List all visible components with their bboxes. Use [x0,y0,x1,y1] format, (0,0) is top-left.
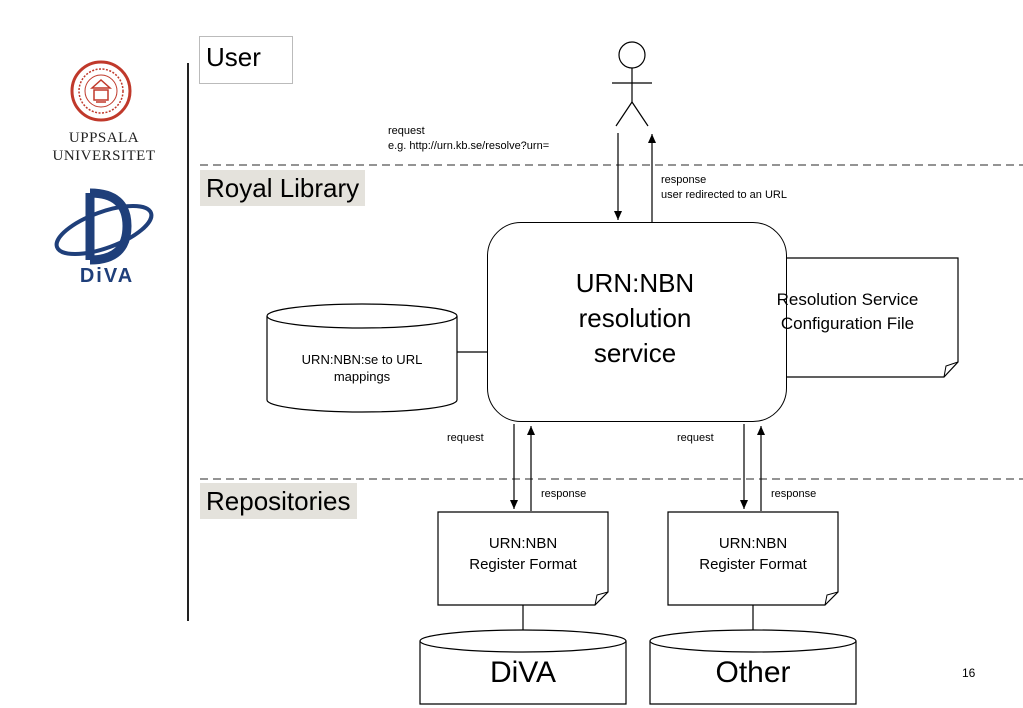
user-response-label: response [661,174,707,186]
university-name-line2: UNIVERSITET [52,148,156,164]
left-register-format-shape [437,511,609,606]
layer-label-user: User [199,36,293,84]
right-response-label: response [771,488,817,500]
layer-label-royal-library: Royal Library [200,170,366,206]
left-request-label: request [447,432,484,444]
diva-logo-icon: DiVA [54,188,154,287]
resolution-service-box [487,222,787,422]
user-figure-icon [612,41,652,127]
university-name-line1: UPPSALA [68,130,140,146]
diva-database-label: DiVA [489,656,557,689]
other-database-label: Other [715,656,791,689]
mappings-text: URN:NBN:se to URL mappings [301,352,423,384]
layer-label-repositories: Repositories [200,483,357,519]
service-title: URN:NBN resolution service [575,268,695,368]
left-response-label: response [541,488,587,500]
right-register-format-text: URN:NBN Register Format [699,535,807,573]
right-request-label: request [677,432,714,444]
config-file-text: Resolution Service Configuration File [776,290,919,333]
mappings-database-shape [266,303,458,413]
uppsala-seal-icon [70,60,132,122]
left-register-format-text: URN:NBN Register Format [469,535,577,573]
other-database-shape [649,629,857,705]
right-register-format-shape [667,511,839,606]
diva-database-shape [419,629,627,705]
left-divider [187,63,189,621]
user-request-label: request [388,125,425,137]
page-number: 16 [962,666,976,680]
user-response-detail: user redirected to an URL [661,189,787,201]
diva-logo-text: DiVA [80,265,134,287]
user-request-example: e.g. http://urn.kb.se/resolve?urn= [388,140,550,152]
